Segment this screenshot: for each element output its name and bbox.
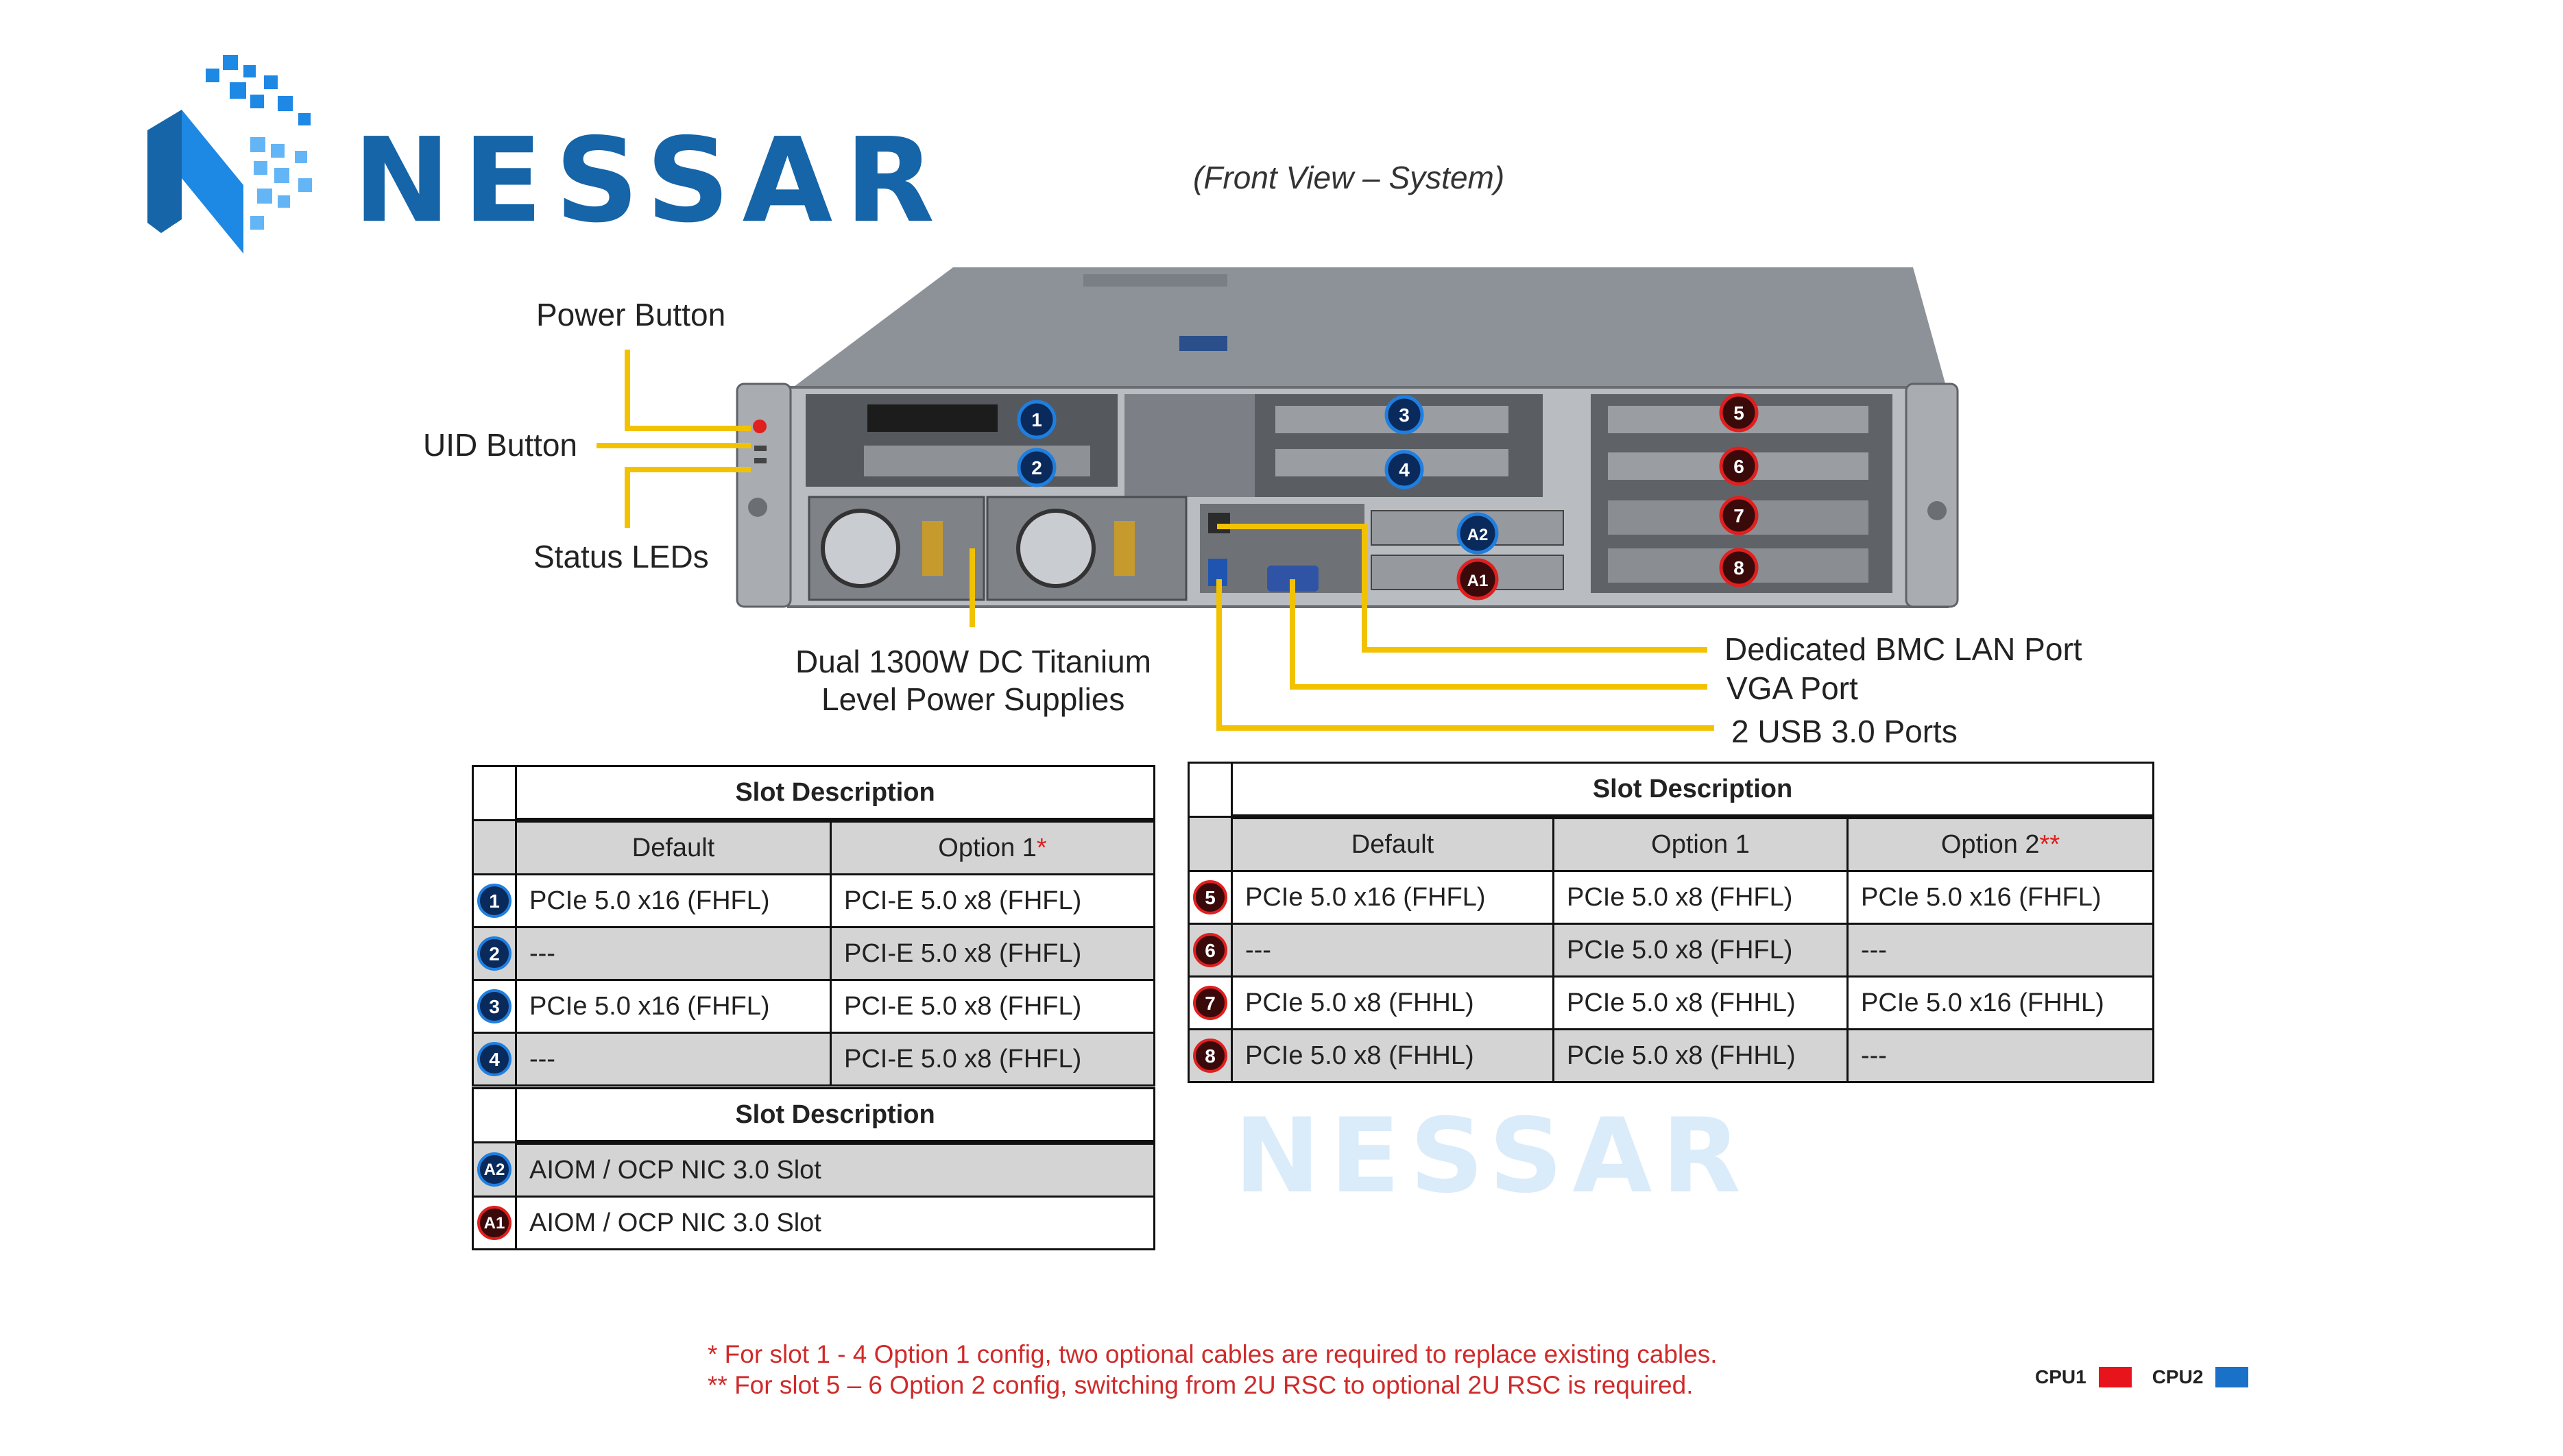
label-usb-ports: 2 USB 3.0 Ports [1731, 714, 1958, 749]
label-power-button: Power Button [536, 297, 726, 332]
legend-cpu2-label: CPU2 [2152, 1366, 2204, 1387]
table-row: 1 PCIe 5.0 x16 (FHFL) PCI-E 5.0 x8 (FHFL… [472, 873, 1155, 928]
footnote-2: ** For slot 5 – 6 Option 2 config, switc… [708, 1371, 1694, 1399]
rack-ear-left [736, 383, 792, 608]
slot-badge-icon: 2 [477, 936, 512, 971]
logo-wordmark: NESSAR [353, 113, 948, 249]
svg-text:5: 5 [1733, 402, 1744, 424]
view-caption: (Front View – System) [1193, 160, 1505, 195]
table-row: 6 --- PCIe 5.0 x8 (FHFL) --- [1188, 923, 2154, 978]
slot-badge-2: 2 [1017, 448, 1057, 487]
slot-badge-3: 3 [1384, 395, 1424, 435]
legend-cpu2-swatch [2215, 1367, 2249, 1387]
slot-badge-icon: 8 [1193, 1039, 1227, 1073]
leader-usb [1216, 579, 1714, 731]
table-title: Slot Description [515, 1087, 1155, 1145]
slot-badge-8: 8 [1719, 548, 1759, 587]
col-option2: Option 2** [1846, 816, 2154, 872]
slot-badge-5: 5 [1719, 393, 1759, 433]
vga-port [1267, 566, 1319, 592]
slot-badge-1: 1 [1017, 400, 1057, 439]
psu-fan-icon [1016, 509, 1096, 588]
table-title: Slot Description [1231, 762, 2154, 819]
power-button-icon [753, 420, 767, 433]
chassis-top [789, 267, 1947, 391]
slot-badge-icon: 4 [477, 1042, 512, 1076]
svg-text:A2: A2 [1467, 526, 1489, 544]
slot-badge-icon: 7 [1193, 986, 1227, 1020]
svg-text:4: 4 [1399, 459, 1410, 481]
slot-table-1: Slot Description Default Option 1* 1 PCI… [472, 765, 1155, 1087]
label-vga-port: VGA Port [1726, 670, 1858, 706]
table-row: A1 AIOM / OCP NIC 3.0 Slot [472, 1196, 1155, 1250]
table-row: 4 --- PCI-E 5.0 x8 (FHFL) [472, 1032, 1155, 1087]
col-option1: Option 1 [1552, 816, 1849, 872]
label-uid-button: UID Button [423, 427, 577, 463]
leader-bmc [1217, 524, 1707, 653]
slot-badge-7: 7 [1719, 496, 1759, 535]
legend-cpu1-swatch [2098, 1367, 2132, 1387]
slot-badge-icon: 1 [477, 884, 512, 918]
svg-text:6: 6 [1733, 456, 1744, 477]
table-row: 5 PCIe 5.0 x16 (FHFL) PCIe 5.0 x8 (FHFL)… [1188, 870, 2154, 925]
svg-text:7: 7 [1733, 505, 1744, 526]
svg-text:A1: A1 [1467, 572, 1489, 590]
slot-badge-icon: 5 [1193, 880, 1227, 914]
label-psu-line2: Level Power Supplies [821, 681, 1125, 717]
leader-vga [1290, 579, 1707, 690]
legend-cpu1-label: CPU1 [2035, 1366, 2086, 1387]
table-row: 3 PCIe 5.0 x16 (FHFL) PCI-E 5.0 x8 (FHFL… [472, 979, 1155, 1034]
slot-badge-icon: 3 [477, 989, 512, 1023]
svg-text:8: 8 [1733, 557, 1744, 579]
svg-text:3: 3 [1399, 404, 1410, 426]
table-row: 2 --- PCI-E 5.0 x8 (FHFL) [472, 926, 1155, 981]
label-status-leds: Status LEDs [533, 539, 709, 574]
psu-fan-icon [821, 509, 900, 588]
table-row: 8 PCIe 5.0 x8 (FHHL) PCIe 5.0 x8 (FHHL) … [1188, 1028, 2154, 1083]
rack-ear-right [1905, 383, 1959, 608]
slot-badge-4: 4 [1384, 450, 1424, 489]
leader-status [625, 467, 751, 528]
slot-badge-A1: A1 [1456, 558, 1499, 600]
table-row: A2 AIOM / OCP NIC 3.0 Slot [472, 1141, 1155, 1198]
slot-table-aiom: Slot Description A2 AIOM / OCP NIC 3.0 S… [472, 1087, 1155, 1250]
slot-table-2: Slot Description Default Option 1 Option… [1188, 762, 2154, 1083]
watermark-bottom: NESSAR [1234, 1097, 1750, 1216]
slot-badge-A2: A2 [1456, 512, 1499, 555]
brand-logo: NESSAR [141, 48, 935, 267]
col-option1: Option 1* [830, 819, 1155, 875]
table-row: 7 PCIe 5.0 x8 (FHHL) PCIe 5.0 x8 (FHHL) … [1188, 975, 2154, 1030]
leader-power [625, 350, 751, 431]
table-title: Slot Description [515, 765, 1155, 823]
svg-text:2: 2 [1031, 457, 1042, 478]
col-default: Default [515, 819, 832, 875]
col-default: Default [1231, 816, 1554, 872]
svg-text:1: 1 [1031, 409, 1042, 430]
label-psu-line1: Dual 1300W DC Titanium [795, 644, 1151, 679]
slot-badge-6: 6 [1719, 446, 1759, 486]
slot-badge-icon: 6 [1193, 933, 1227, 967]
logo-cube-icon [147, 55, 312, 254]
label-bmc-port: Dedicated BMC LAN Port [1724, 631, 2082, 667]
slot-badge-icon: A2 [477, 1152, 512, 1187]
footnote-1: * For slot 1 - 4 Option 1 config, two op… [708, 1340, 1718, 1368]
slot-badge-icon: A1 [477, 1206, 512, 1240]
bmc-port [1208, 513, 1230, 533]
server-diagram: 1 2 3 4 5 6 7 8 A2 A1 [597, 267, 1959, 731]
cpu-legend: CPU1 CPU2 [2035, 1366, 2249, 1388]
